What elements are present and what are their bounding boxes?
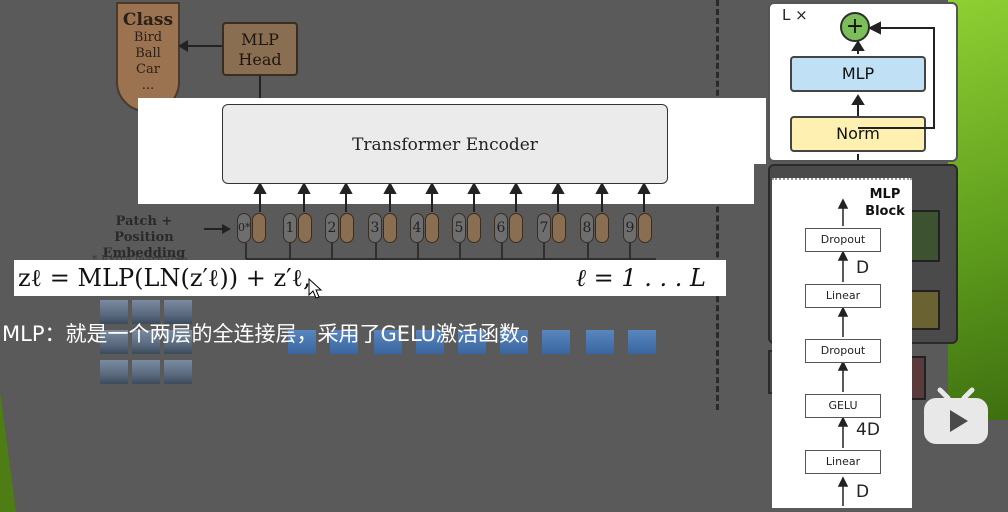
token-index: 5: [452, 213, 466, 243]
image-patch: [458, 330, 486, 354]
residual-add-icon: +: [840, 12, 870, 42]
image-patch: [164, 300, 192, 324]
token-4: 4: [410, 213, 440, 243]
token-base-lines: [245, 243, 656, 260]
norm-layer-box: Norm: [790, 116, 926, 152]
repeat-label: L ×: [782, 6, 808, 24]
token-arrows: [253, 184, 651, 212]
layer-range-formula: ℓ = 1 . . . L: [576, 264, 706, 292]
class-output-box: Class Bird Ball Car ...: [116, 2, 180, 112]
token-5: 5: [452, 213, 482, 243]
mlp-layer-box: MLP: [790, 56, 926, 92]
token-index: 4: [410, 213, 424, 243]
token-2: 2: [325, 213, 355, 243]
token-6: 6: [494, 213, 524, 243]
token-9: 9: [623, 213, 653, 243]
linear-layer: Linear: [805, 450, 881, 474]
token-index: 3: [368, 213, 382, 243]
image-patch: [628, 330, 656, 354]
image-patch: [416, 330, 444, 354]
image-patch: [164, 360, 192, 384]
class-item: Bird: [133, 30, 163, 45]
image-patch: [132, 300, 160, 324]
token-index: 8: [580, 213, 594, 243]
image-patch: [500, 330, 528, 354]
token-1: 1: [283, 213, 313, 243]
token-3: 3: [368, 213, 398, 243]
token-7: 7: [537, 213, 567, 243]
image-patch: [542, 330, 570, 354]
bilibili-tv-icon[interactable]: [922, 386, 990, 446]
mlp-block-title-line1: MLP: [869, 187, 901, 202]
gelu-layer: GELU: [805, 394, 881, 418]
encoder-block-arrows: [851, 21, 935, 160]
dim-label: D: [856, 258, 870, 278]
token-0: 0*: [237, 213, 267, 243]
class-item: Ball: [135, 46, 161, 61]
image-patch: [132, 330, 160, 354]
mouse-cursor-icon: [308, 278, 323, 299]
image-patch: [586, 330, 614, 354]
image-patch: [100, 360, 128, 384]
dashed-separator: [716, 0, 719, 410]
dropout-layer: Dropout: [805, 228, 881, 252]
token-index: 1: [283, 213, 297, 243]
dropout-layer: Dropout: [805, 339, 881, 363]
mlp-block-title: MLP Block: [860, 186, 910, 220]
linear-layer: Linear: [805, 284, 881, 308]
image-patch: [330, 330, 358, 354]
mlp-block-detail: MLP Block Dropout D Linear Dropout GELU …: [772, 178, 912, 508]
head-to-class-arrow: [178, 40, 222, 52]
class-title: Class: [122, 10, 174, 30]
image-patch: [132, 360, 160, 384]
transformer-encoder-box: Transformer Encoder: [222, 104, 668, 184]
token-index: 7: [537, 213, 551, 243]
image-patch: [288, 330, 316, 354]
token-index: 6: [494, 213, 508, 243]
pe-label-line1: Patch + Position: [114, 214, 174, 245]
token-index: 9: [623, 213, 637, 243]
dim-label: D: [856, 482, 870, 502]
token-8: 8: [580, 213, 610, 243]
formula-bar: [14, 260, 726, 296]
image-patch: [374, 330, 402, 354]
pe-label-line2: Embedding: [102, 246, 186, 261]
token-index: 0*: [237, 213, 251, 243]
mlp-block-arrows: [837, 198, 849, 506]
patch-position-embedding-label: Patch + Position Embedding: [84, 214, 204, 262]
image-patch: [100, 330, 128, 354]
slide-green-accent-left: [0, 392, 16, 512]
image-patch: [100, 300, 128, 324]
dim-label: 4D: [856, 420, 880, 440]
pe-arrow: [204, 224, 231, 234]
image-patch: [164, 330, 192, 354]
highlight-band-right: [736, 98, 766, 164]
mlp-head-box: MLP Head: [222, 22, 298, 76]
token-index: 2: [325, 213, 339, 243]
class-item: ...: [141, 78, 155, 93]
class-item: Car: [136, 62, 160, 77]
mlp-residual-formula: zℓ = MLP(LN(z′ℓ)) + z′ℓ,: [18, 264, 311, 292]
subtitle-caption: MLP：就是一个两层的全连接层，采用了GELU激活函数。: [2, 322, 542, 346]
mlp-block-title-line2: Block: [865, 204, 905, 219]
mlp-head-line1: MLP: [241, 30, 279, 49]
slide-green-accent-right: [948, 0, 1008, 420]
mlp-head-line2: Head: [238, 50, 282, 69]
